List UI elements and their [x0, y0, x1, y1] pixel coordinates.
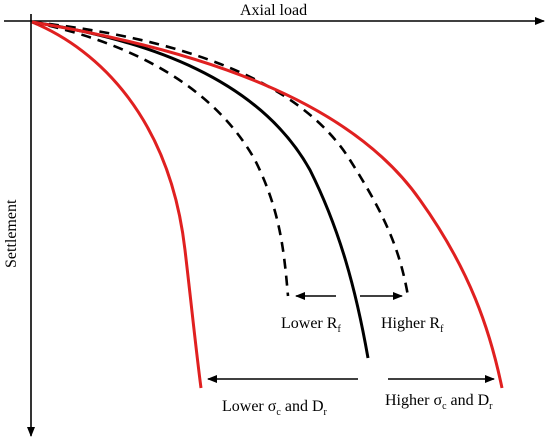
label-lower-rf: Lower Rf — [281, 315, 341, 335]
curve-black-center — [31, 20, 370, 359]
curve-red-right — [31, 20, 504, 389]
label-higher-sigma: Higher σc and Dr — [385, 392, 493, 412]
y-axis-label: Settlement — [3, 199, 20, 268]
x-axis-label: Axial load — [240, 2, 307, 19]
label-higher-rf: Higher Rf — [381, 315, 444, 335]
curve-dashed-right — [31, 20, 410, 297]
curve-dashed-left — [31, 20, 290, 297]
label-lower-sigma: Lower σc and Dr — [222, 398, 328, 418]
curve-red-left — [31, 20, 203, 389]
